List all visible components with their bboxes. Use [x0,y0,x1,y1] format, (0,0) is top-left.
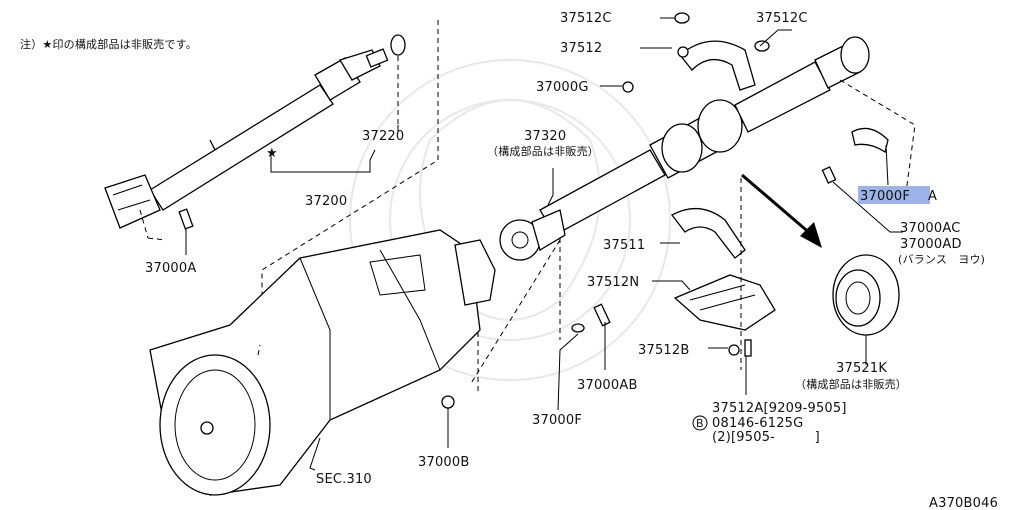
balance-weight[interactable] [851,127,889,154]
bolt-badge-letter: B [696,417,704,430]
seal-37220[interactable] [390,34,406,56]
label-37000F-highlighted[interactable]: 37000F [860,189,910,204]
bolt-37000AB[interactable] [593,303,611,327]
label-37512[interactable]: 37512 [560,41,602,56]
bolt-37512A[interactable] [744,339,752,357]
leader-lines [270,17,903,471]
transmission-sec310[interactable] [149,229,496,496]
rear-shaft-37000F[interactable] [649,36,870,179]
label-37000B[interactable]: 37000B [418,455,469,470]
center-shaft-37320[interactable] [499,149,666,261]
label-37512C-left[interactable]: 37512C [560,11,612,26]
label-37000AC[interactable]: 37000AC [900,221,961,236]
star-marker: ★ [266,146,278,161]
insulator-37512N[interactable] [673,274,776,331]
label-bolt-code[interactable]: 08146-6125G [712,416,803,431]
direction-arrow [741,173,822,248]
nut-37000G[interactable] [622,81,634,93]
propeller-shaft-37200[interactable] [104,48,389,229]
label-37000G[interactable]: 37000G [536,80,589,95]
label-37512B[interactable]: 37512B [638,343,689,358]
label-37512N[interactable]: 37512N [587,275,639,290]
label-37521K[interactable]: 37521K [836,361,887,376]
label-37512C-right[interactable]: 37512C [756,11,808,26]
label-37320[interactable]: 37320 [524,129,566,144]
bolt-37000A[interactable] [178,208,194,255]
label-37000AB[interactable]: 37000AB [577,378,638,393]
label-sec310[interactable]: SEC.310 [316,472,372,487]
nut-37512B[interactable] [728,344,740,356]
label-37000F[interactable]: 37000F [532,413,582,428]
label-37512A[interactable]: 37512A[9209-9505] [712,401,847,416]
nut-37000B[interactable] [441,395,455,409]
label-37000F-suffix: A [928,189,937,204]
label-37000A[interactable]: 37000A [145,261,196,276]
center-bearing-37521K[interactable] [832,254,900,336]
label-37220[interactable]: 37220 [362,129,404,144]
label-37521K-note: （構成部品は非販売） [795,377,907,391]
label-37320-note: （構成部品は非販売） [487,144,599,158]
note-text: 注）★印の構成部品は非販売です。 [20,37,197,51]
highlight-37000F [858,186,930,204]
diagram-code: A370B046 [929,496,998,510]
label-37000AD[interactable]: 37000AD [900,237,962,252]
bracket-37511[interactable] [671,208,746,259]
washer-37000F[interactable] [571,323,585,333]
label-bolt-qty: (2)[9505- ] [712,430,820,445]
bolt-badge-circle [692,415,708,431]
washer-37512C-left[interactable] [674,12,690,24]
bolt-37000AC[interactable] [821,166,837,184]
label-37200[interactable]: 37200 [305,194,347,209]
label-37511[interactable]: 37511 [603,238,645,253]
label-37000AD-note: (バランス ヨウ) [898,253,985,266]
washer-37512C-right[interactable] [754,40,770,52]
bracket-37512[interactable] [677,40,756,91]
